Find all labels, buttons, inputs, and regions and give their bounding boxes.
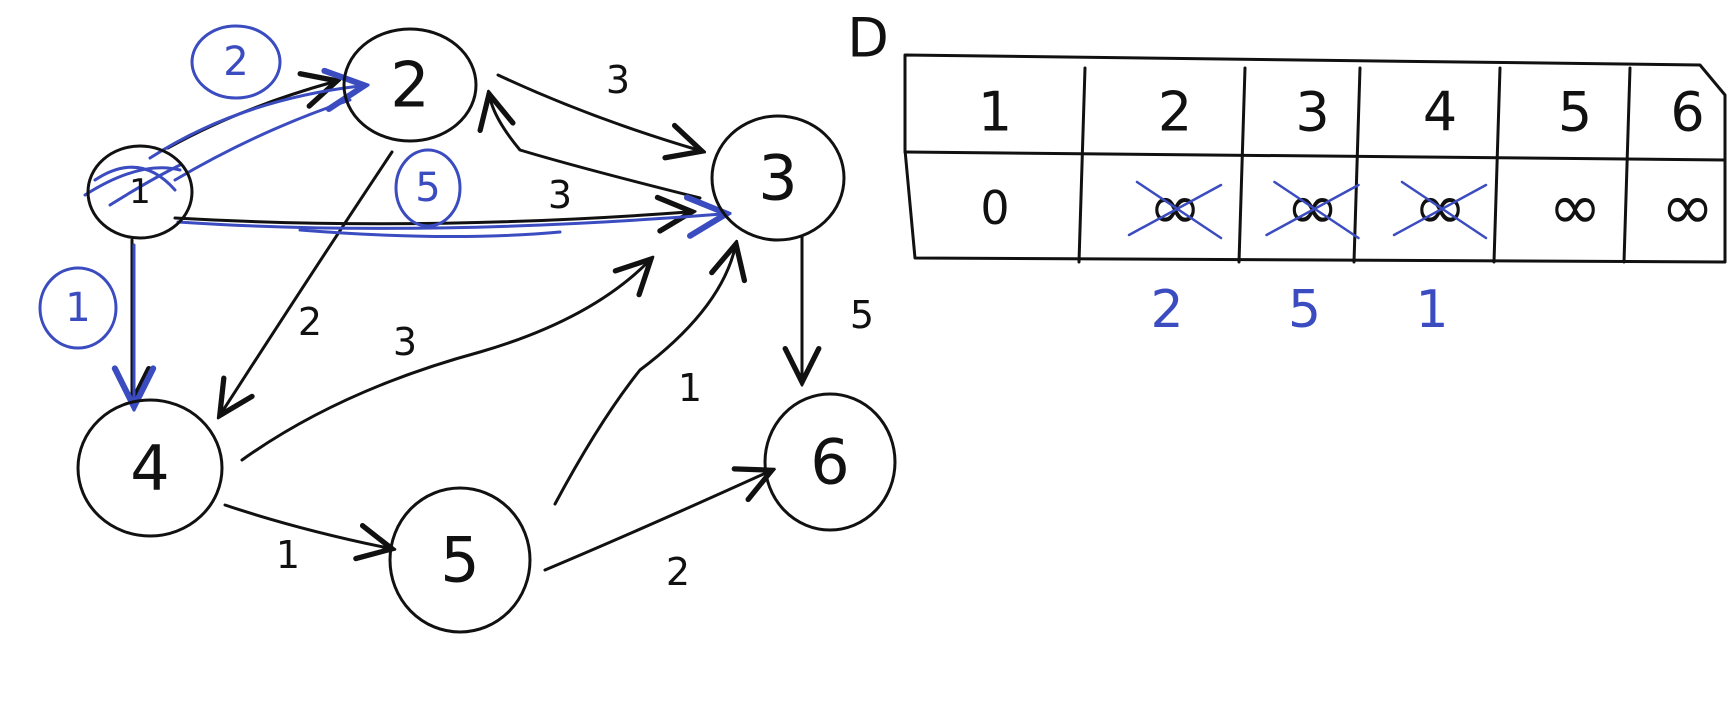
node-circle (342, 27, 478, 143)
blue-path-1-2 (148, 86, 360, 160)
annotation-label: 5 (415, 165, 440, 211)
distance-infinity: ∞ (1548, 171, 1601, 245)
edge-3-2 (490, 98, 702, 200)
distance-update: 1 (1415, 280, 1448, 340)
edge-4-3 (240, 262, 648, 462)
edge-weight-2-3: 3 (606, 58, 630, 102)
node-label: 2 (390, 49, 429, 122)
table-header: 6 (1670, 81, 1704, 144)
annotation-label: 2 (223, 39, 248, 85)
blue-path-1-3 (176, 214, 722, 228)
cross-out-mark (1392, 180, 1488, 240)
table-col-divider (1352, 66, 1362, 264)
blue-annotations: 2 5 1 (38, 24, 462, 350)
edge-4-5 (223, 503, 388, 548)
distance-zero: 0 (980, 181, 1009, 235)
distance-update: 2 (1150, 280, 1183, 340)
edge-2-4 (222, 150, 394, 412)
node-5: 5 (388, 486, 532, 634)
table-col-divider (1077, 66, 1087, 264)
table-row-divider (903, 150, 1727, 162)
edge-5-6 (543, 472, 768, 572)
blue-overlay (83, 86, 722, 402)
edge-weight-4-3: 3 (393, 320, 417, 364)
graph-nodes: 1 2 3 4 5 6 (76, 27, 897, 634)
edge-weight-5-3: 1 (678, 366, 702, 410)
node-label: 5 (440, 524, 479, 597)
table-column-2: 2∞2 (1127, 81, 1223, 340)
table-column-1: 10 (978, 81, 1012, 236)
node-circle (763, 392, 897, 532)
edge-weight-3-6: 5 (850, 293, 874, 337)
node-circle (388, 486, 532, 634)
annotation-label: 1 (65, 285, 90, 331)
node-3: 3 (710, 114, 846, 242)
edge-2-3 (496, 73, 698, 150)
node-label: 1 (129, 172, 151, 212)
node-label: 4 (130, 432, 169, 505)
cross-out-mark (1127, 180, 1223, 240)
table-header: 1 (978, 81, 1012, 144)
annotation-1-4: 1 (38, 266, 118, 350)
node-2: 2 (342, 27, 478, 143)
blue-path-1-3b (298, 228, 562, 239)
distance-update: 5 (1288, 280, 1321, 340)
node-4: 4 (76, 398, 224, 538)
table-header: 5 (1558, 81, 1592, 144)
annotation-circle (38, 266, 118, 350)
table-header: 2 (1158, 81, 1192, 144)
edge-weight-1-3: 3 (548, 173, 572, 217)
edge-5-3 (553, 248, 735, 506)
edge-weight-2-4: 2 (298, 300, 322, 344)
annotation-circle (190, 24, 282, 100)
table-title: D (847, 7, 889, 70)
annotation-circle (394, 148, 462, 228)
cross-out-mark (1265, 180, 1360, 240)
table-col-divider (1622, 66, 1632, 264)
table-header: 3 (1295, 81, 1329, 144)
table-column-3: 3∞5 (1265, 81, 1360, 340)
table-col-divider (1492, 66, 1502, 264)
node-label: 3 (758, 142, 797, 215)
distance-table: D 102∞23∞54∞15∞6∞ (847, 7, 1727, 340)
table-header: 4 (1423, 81, 1457, 144)
node-6: 6 (763, 392, 897, 532)
graph-edges (132, 73, 802, 572)
blue-path-1-2b (173, 98, 352, 182)
node-circle (710, 114, 846, 242)
table-cells: 102∞23∞54∞15∞6∞ (978, 66, 1714, 340)
annotation-1-2: 2 (190, 24, 282, 100)
node-label: 6 (810, 426, 849, 499)
edge-weights: 3 3 2 3 1 1 2 5 (276, 58, 874, 594)
edge-weight-5-6: 2 (666, 550, 690, 594)
table-column-6: 6∞ (1661, 81, 1714, 246)
node-circle (86, 144, 194, 240)
node-1: 1 (86, 144, 194, 240)
blue-scribble-node-1 (83, 163, 182, 207)
node-circle (76, 398, 224, 538)
table-column-5: 5∞ (1548, 81, 1601, 246)
edge-1-3 (173, 212, 688, 224)
table-col-divider (1237, 66, 1247, 264)
table-column-4: 4∞1 (1392, 81, 1488, 340)
annotation-1-3: 5 (394, 148, 462, 228)
table-outline (903, 53, 1727, 264)
edge-weight-4-5: 1 (276, 533, 300, 577)
distance-infinity: ∞ (1661, 171, 1714, 245)
